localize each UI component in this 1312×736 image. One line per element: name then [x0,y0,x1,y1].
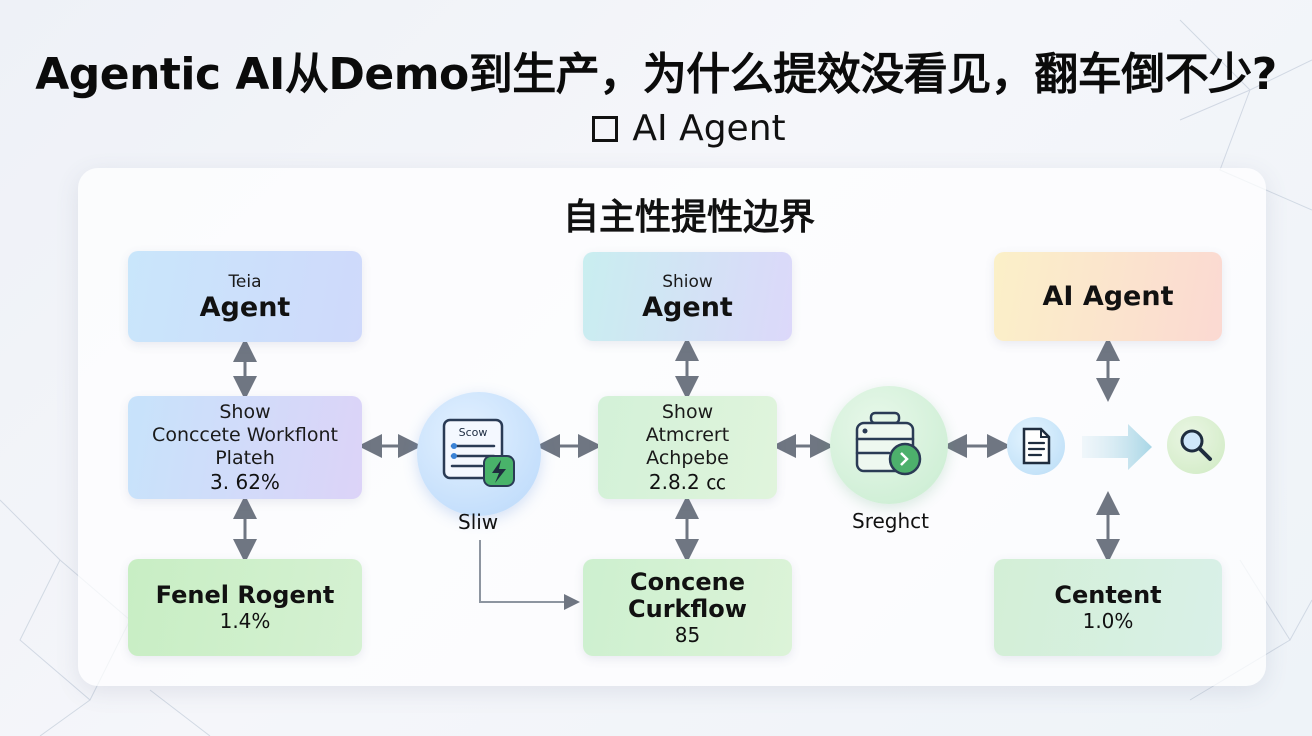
checkbox-square-icon [592,116,619,142]
box-value: 2.8.2 ㏄ [648,470,727,494]
box-title-2: Curkflow [628,594,747,623]
page-title: Agentic AI从Demo到生产，为什么提效没看见，翻车倒不少? [35,49,1277,100]
workflow-box-mid-left: Show Conccete Workflont Plateh 3. 62% [128,396,362,499]
box-title: Agent [642,291,733,323]
box-line-2: Atmcrert [645,424,730,446]
box-small-label: Shiow [662,271,713,292]
workflow-node-left: Scow [417,392,541,516]
agent-box-bottom-left: Fenel Rogent 1.4% [128,559,362,656]
magnifier-icon [1180,429,1212,461]
tool-node-right [830,386,948,504]
page-subtitle: AI Agent [0,108,1312,149]
document-node [1007,417,1065,475]
search-node [1167,416,1225,474]
box-value: 3. 62% [210,470,280,494]
box-title: Agent [199,291,291,323]
document-icon [1022,427,1051,465]
box-line-2: Conccete Workflont [152,424,338,446]
box-line-1: Show [219,401,271,423]
agent-box-top-left: Teia Agent [128,251,362,342]
box-title: Fenel Rogent [155,581,335,609]
workflow-box-bottom-center: Concene Curkflow 85 [583,559,792,656]
page-subtitle-text: AI Agent [632,108,786,149]
workflow-list-bolt-icon: Scow [442,418,515,487]
node-label-right: Sreghct [852,509,929,533]
box-title: Centent [1054,581,1162,609]
box-value: 1.4% [219,609,271,633]
panel-title: 自主性提性边界 [562,197,815,238]
agent-box-top-center: Shiow Agent [583,252,792,341]
box-title: AI Agent [1042,280,1174,312]
box-line-3: Achpebe [646,447,729,469]
box-value: 1.0% [1082,609,1134,633]
box-mid-center: Show Atmcrert Achpebe 2.8.2 ㏄ [598,396,777,499]
box-line-3: Plateh [215,447,275,469]
box-line-1: Show [661,401,714,423]
node-label-left: Sliw [458,510,499,534]
box-small-label: Teia [228,271,262,292]
box-title-1: Concene [629,567,746,596]
toolbox-gear-icon [855,411,922,476]
box-value: 85 [674,622,701,647]
content-box-bottom-right: Centent 1.0% [994,559,1222,656]
icon-text: Scow [459,426,488,439]
agent-box-top-right: AI Agent [994,252,1222,341]
